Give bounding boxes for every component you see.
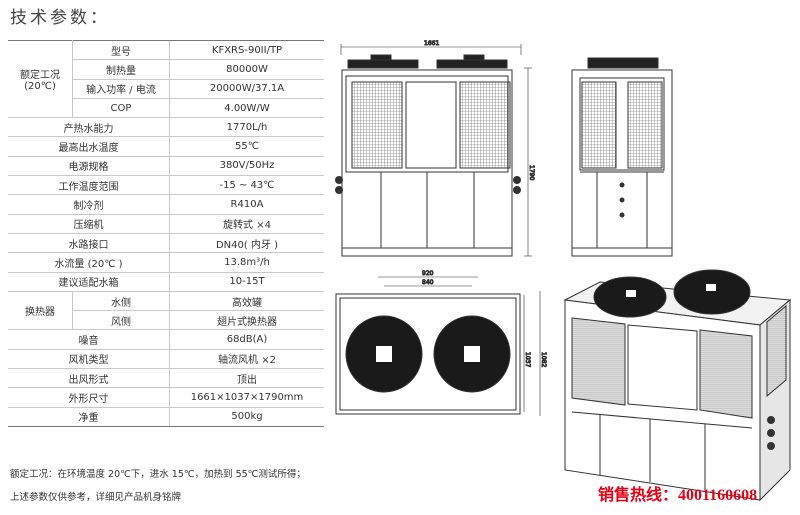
table-row: COP 4.00W/W: [8, 97, 324, 118]
spec-label: 压缩机: [8, 213, 170, 234]
table-row: 外形尺寸 1661×1037×1790mm: [8, 387, 324, 408]
spec-label: 最高出水温度: [8, 136, 170, 157]
spec-value: 翅片式换热器: [169, 310, 324, 330]
rated-group-title: 额定工况: [20, 70, 60, 82]
top-view: 920 840 1037 1082: [335, 270, 548, 416]
table-row: 风机类型 轴流风机 ×2: [8, 348, 324, 369]
spec-label: 外形尺寸: [8, 387, 170, 408]
spec-value: 380V/50Hz: [169, 155, 324, 176]
spec-value: 轴流风机 ×2: [169, 348, 324, 369]
sales-hotline: 销售热线：4001160608: [598, 487, 758, 504]
table-row: 额定工况 (20℃) 型号 KFXRS-90II/TP: [8, 39, 324, 118]
spec-value: 1661×1037×1790mm: [169, 387, 324, 408]
rated-conditions-note: 额定工况：在环境温度 20℃下，进水 15℃，加热到 55℃测试所得；: [10, 469, 306, 480]
spec-label: 水路接口: [8, 232, 170, 253]
top-dim-1037: 1037: [524, 352, 531, 367]
table-row: 水流量 (20℃ ) 13.8m³/h: [8, 252, 324, 273]
table-row: 制冷剂 R410A: [8, 194, 324, 215]
rated-group-sub: (20℃): [24, 81, 56, 93]
spec-value: R410A: [169, 194, 324, 215]
table-row: 制热量 80000W: [8, 59, 324, 80]
spec-label: 水侧: [72, 290, 170, 311]
table-row: 噪音 68dB(A): [8, 329, 324, 350]
page-title: 技术参数：: [10, 8, 110, 28]
spec-label: 净重: [8, 406, 170, 427]
spec-label: 制冷剂: [8, 194, 170, 215]
spec-value: KFXRS-90II/TP: [169, 39, 324, 60]
spec-value: 高效罐: [169, 290, 324, 311]
spec-value: 500kg: [169, 406, 324, 427]
table-row: 压缩机 旋转式 ×4: [8, 213, 324, 234]
spec-label: 电源规格: [8, 155, 170, 176]
spec-value: 1770L/h: [169, 117, 324, 137]
table-row: 风侧 翅片式换热器: [8, 310, 324, 330]
table-row: 净重 500kg: [8, 406, 324, 427]
spec-value: 顶出: [169, 368, 324, 388]
spec-label: 风侧: [72, 310, 170, 330]
isometric-view: [563, 269, 792, 502]
spec-value: 68dB(A): [169, 329, 324, 350]
top-dim-840: 840: [422, 279, 434, 286]
spec-label: 输入功率 / 电流: [72, 78, 170, 99]
table-row: 电源规格 380V/50Hz: [8, 155, 324, 176]
spec-label: 型号: [72, 39, 170, 60]
spec-label: COP: [72, 97, 170, 118]
rated-group-label: 额定工况 (20℃): [8, 39, 73, 118]
spec-value: 55℃: [169, 136, 324, 157]
table-row: 产热水能力 1770L/h: [8, 117, 324, 137]
spec-label: 水流量 (20℃ ): [8, 252, 170, 273]
top-dim-920: 920: [422, 270, 434, 277]
side-view: [571, 57, 673, 257]
spec-value: 4.00W/W: [169, 97, 324, 118]
spec-value: 80000W: [169, 59, 324, 80]
spec-value: DN40( 内牙 ): [169, 232, 324, 253]
spec-value: 旋转式 ×4: [169, 213, 324, 234]
spec-label: 噪音: [8, 329, 170, 350]
table-row: 工作温度范围 -15 ~ 43℃: [8, 175, 324, 195]
table-row: 出风形式 顶出: [8, 368, 324, 388]
spec-label: 出风形式: [8, 368, 170, 388]
spec-value: -15 ~ 43℃: [169, 175, 324, 195]
table-row: 水路接口 DN40( 内牙 ): [8, 232, 324, 253]
spec-value: 13.8m³/h: [169, 252, 324, 273]
spec-label: 风机类型: [8, 348, 170, 369]
spec-value: 10-15T: [169, 271, 324, 292]
table-row: 换热器 水侧 高效罐: [8, 290, 324, 330]
table-row: 最高出水温度 55℃: [8, 136, 324, 157]
exchanger-group-label: 换热器: [8, 290, 73, 330]
front-view: 1661 1790: [335, 40, 536, 257]
spec-label: 建议适配水箱: [8, 271, 170, 292]
top-dim-1082: 1082: [540, 352, 547, 367]
spec-label: 产热水能力: [8, 117, 170, 137]
spec-label: 制热量: [72, 59, 170, 80]
spec-table: 额定工况 (20℃) 型号 KFXRS-90II/TP 制热量 80000W 输…: [8, 39, 324, 427]
spec-value: 20000W/37.1A: [169, 78, 324, 99]
front-height-dim: 1790: [528, 165, 535, 180]
spec-label: 工作温度范围: [8, 175, 170, 195]
table-row: 输入功率 / 电流 20000W/37.1A: [8, 78, 324, 99]
front-width-dim: 1661: [424, 40, 439, 47]
table-row: 建议适配水箱 10-15T: [8, 271, 324, 292]
reference-note: 上述参数仅供参考，详细见产品机身铭牌: [10, 492, 182, 503]
